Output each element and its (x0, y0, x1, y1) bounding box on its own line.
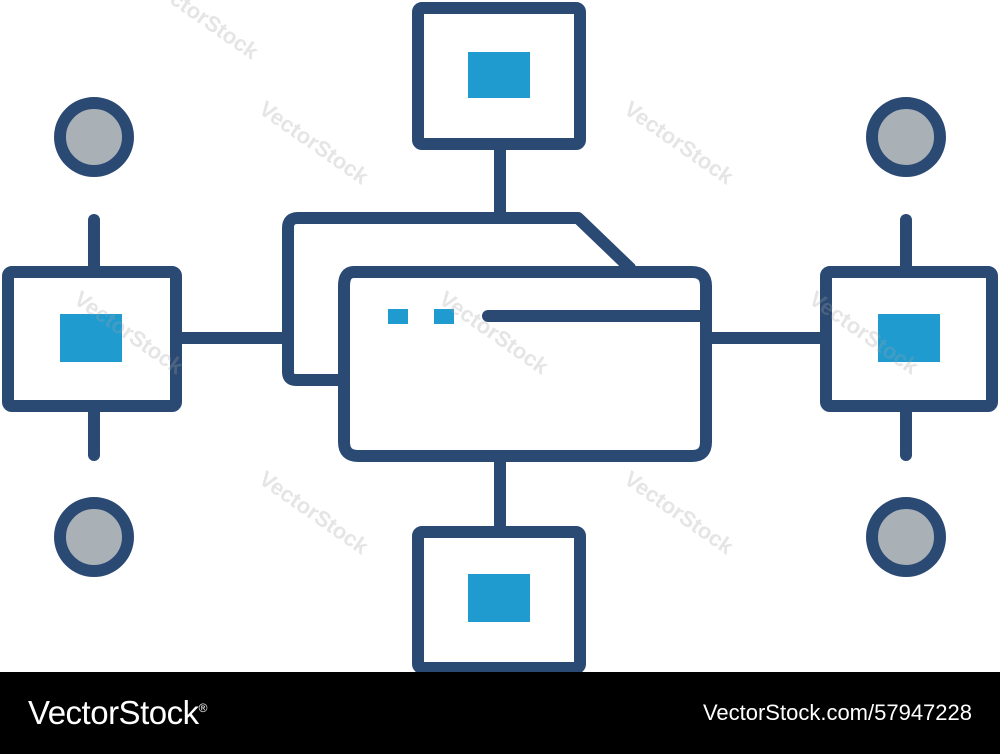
node-dot-bottom-right (866, 497, 946, 577)
window-icon (338, 266, 712, 462)
monitor-icon-left (2, 266, 182, 412)
monitor-icon-bottom (412, 526, 586, 672)
vectorstock-logo: VectorStock® (28, 694, 207, 732)
registered-mark: ® (198, 701, 208, 715)
window-dot-1 (388, 309, 408, 324)
monitor-icon-top (412, 2, 586, 150)
window-dot-2 (434, 309, 454, 324)
footer-bar: VectorStock® VectorStock.com/57947228 (0, 672, 1000, 754)
footer-brand: VectorStock (28, 694, 199, 731)
screen-bottom (468, 574, 530, 622)
screen-left (60, 314, 122, 362)
screen-top (468, 52, 530, 98)
screen-right (878, 314, 940, 362)
network-diagram (2, 2, 998, 672)
image-id: VectorStock.com/57947228 (702, 700, 972, 725)
folder-icon (282, 212, 636, 386)
node-dot-top-left (54, 97, 134, 177)
node-dot-top-right (866, 97, 946, 177)
node-dot-bottom-left (54, 497, 134, 577)
monitor-icon-right (820, 266, 998, 412)
